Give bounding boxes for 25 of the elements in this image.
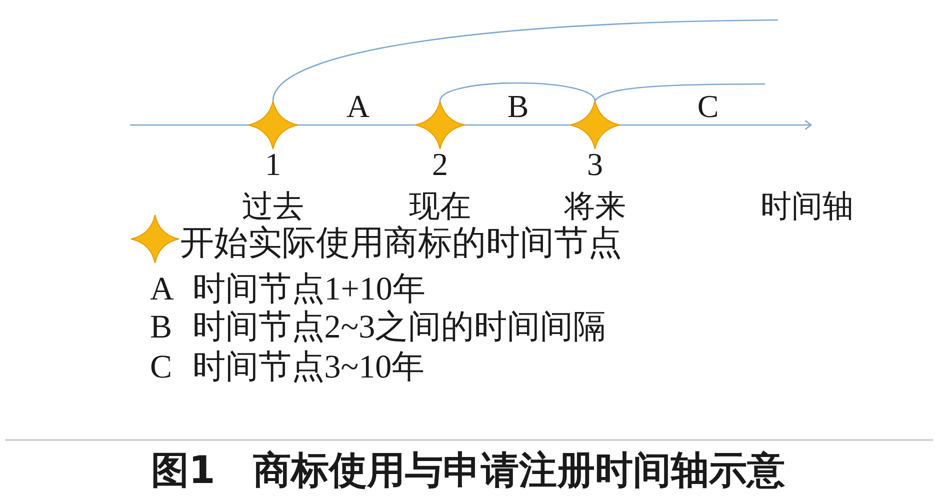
axis-label: 时间轴: [760, 190, 854, 222]
timeline-segment: [130, 124, 248, 126]
edge-label: C: [697, 90, 719, 122]
timeline-segment: [465, 124, 570, 126]
legend-label: 开始实际使用商标的时间节点: [180, 227, 622, 261]
note-text: C 时间节点3~10年: [150, 352, 425, 384]
timeline-arrow: [620, 120, 812, 130]
time-label: 将来: [564, 190, 626, 222]
node-number: 3: [587, 148, 603, 180]
timeline-segment: [298, 124, 415, 126]
edge-label: A: [346, 90, 370, 122]
node-number: 1: [265, 148, 281, 180]
star-marker: [570, 101, 620, 149]
time-label: 过去: [242, 190, 304, 222]
arc-line: [439, 82, 596, 102]
time-label: 现在: [409, 190, 471, 222]
arc-line: [594, 83, 765, 102]
note-text: B 时间节点2~3之间的时间间隔: [150, 312, 606, 344]
edge-label: B: [507, 90, 529, 122]
figure-caption: 图1 商标使用与申请注册时间轴示意: [150, 451, 786, 489]
node-number: 2: [432, 148, 448, 180]
star-marker: [248, 101, 298, 149]
arc-line: [272, 19, 778, 102]
note-text: A 时间节点1+10年: [150, 274, 426, 306]
star-marker: [415, 101, 465, 149]
